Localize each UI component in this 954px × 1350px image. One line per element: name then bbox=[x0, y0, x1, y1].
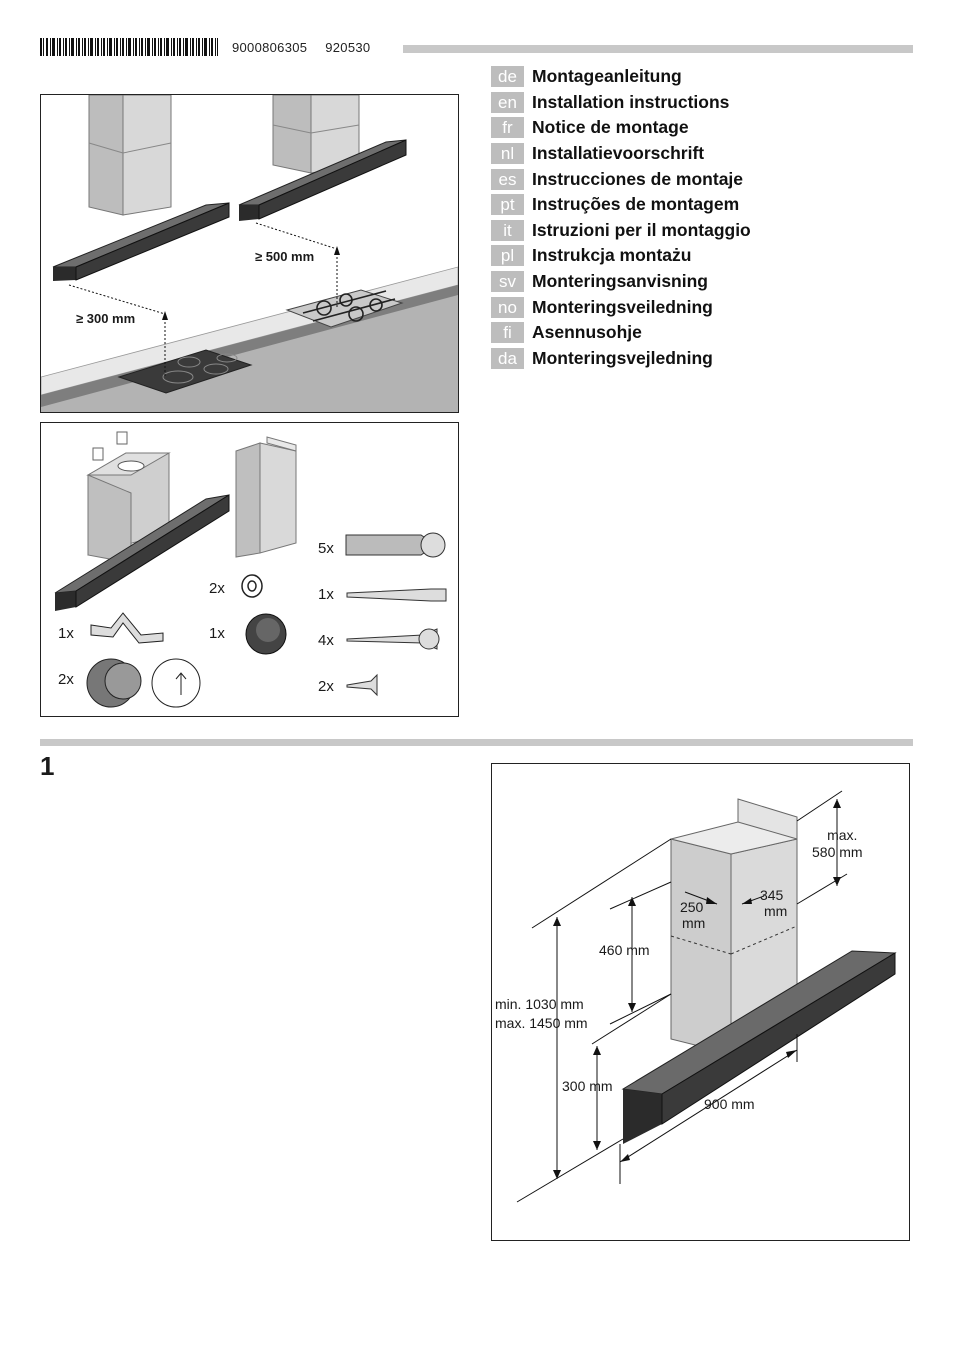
language-item-da: da Monteringsvejledning bbox=[491, 346, 751, 372]
language-item-fi: fi Asennusohje bbox=[491, 320, 751, 346]
dim-total-min: min. 1030 mm bbox=[495, 996, 584, 1012]
language-item-sv: sv Monteringsanvisning bbox=[491, 269, 751, 295]
dimensions-illustration bbox=[516, 790, 897, 1203]
bracket-quantity: 1x bbox=[58, 625, 74, 642]
dim-250: 250 mm bbox=[678, 899, 705, 931]
language-code: sv bbox=[491, 271, 524, 293]
barcode-number: 9000806305 bbox=[232, 40, 308, 55]
language-code: no bbox=[491, 296, 524, 318]
language-list: de Montageanleitung en Installation instru… bbox=[491, 64, 751, 371]
washers-quantity: 2x bbox=[209, 580, 225, 597]
flaps-quantity: 2x bbox=[58, 671, 74, 688]
step-number: 1 bbox=[40, 751, 55, 781]
dim-345-line1: 345 bbox=[759, 887, 784, 903]
gas-hob-clearance: ≥ 500 mm bbox=[255, 249, 315, 264]
dimensions-figure: max. 580 mm 345 mm 250 mm 460 mm min. 10… bbox=[491, 763, 910, 1241]
long-screw-quantity: 1x bbox=[318, 586, 334, 603]
clearance-illustration bbox=[41, 95, 458, 412]
language-code: it bbox=[491, 219, 524, 241]
language-item-it: it Istruzioni per il montaggio bbox=[491, 218, 751, 244]
language-title: Notice de montage bbox=[532, 117, 689, 138]
language-title: Monteringsveiledning bbox=[532, 296, 713, 317]
electric-hob-clearance: ≥ 300 mm bbox=[76, 311, 136, 326]
language-item-no: no Monteringsveiledning bbox=[491, 294, 751, 320]
wall-plugs-quantity: 5x bbox=[318, 540, 334, 557]
dim-300: 300 mm bbox=[562, 1078, 613, 1094]
dim-900: 900 mm bbox=[704, 1096, 755, 1112]
barcode bbox=[40, 38, 218, 56]
header-rule bbox=[403, 45, 913, 53]
language-code: de bbox=[491, 66, 524, 88]
dim-345-line2: mm bbox=[764, 903, 788, 919]
language-title: Monteringsvejledning bbox=[532, 347, 713, 368]
dim-460: 460 mm bbox=[599, 942, 650, 958]
language-code: en bbox=[491, 91, 524, 113]
language-item-de: de Montageanleitung bbox=[491, 64, 751, 90]
language-code: pl bbox=[491, 245, 524, 267]
language-code: fr bbox=[491, 117, 524, 139]
language-title: Instruções de montagem bbox=[532, 194, 740, 215]
dim-total: min. 1030 mm max. 1450 mm bbox=[495, 995, 588, 1033]
dim-250-line2: mm bbox=[682, 915, 706, 931]
language-title: Installation instructions bbox=[532, 91, 730, 112]
dim-max-580-line1: max. bbox=[827, 827, 858, 843]
language-item-pl: pl Instrukcja montażu bbox=[491, 243, 751, 269]
language-title: Montageanleitung bbox=[532, 66, 682, 87]
knob-quantity: 1x bbox=[209, 625, 225, 642]
language-title: Instrukcja montażu bbox=[532, 245, 692, 266]
document-codes: 9000806305 920530 bbox=[232, 40, 384, 55]
language-item-fr: fr Notice de montage bbox=[491, 115, 751, 141]
dim-250-line1: 250 bbox=[679, 899, 704, 915]
language-item-pt: pt Instruções de montagem bbox=[491, 192, 751, 218]
clearance-figure: ≥ 300 mm ≥ 500 mm bbox=[40, 94, 459, 413]
doc-code: 920530 bbox=[325, 40, 371, 55]
language-title: Monteringsanvisning bbox=[532, 271, 708, 292]
language-code: nl bbox=[491, 143, 524, 165]
section-rule bbox=[40, 739, 913, 746]
language-title: Istruzioni per il montaggio bbox=[532, 219, 751, 240]
parts-illustration bbox=[54, 431, 447, 708]
language-title: Asennusohje bbox=[532, 322, 642, 343]
language-item-nl: nl Installatievoorschrift bbox=[491, 141, 751, 167]
language-code: pt bbox=[491, 194, 524, 216]
dim-max-580-line2: 580 mm bbox=[812, 844, 863, 860]
language-code: da bbox=[491, 347, 524, 369]
small-screws-quantity: 2x bbox=[318, 678, 334, 695]
language-code: fi bbox=[491, 322, 524, 344]
dim-total-max: max. 1450 mm bbox=[495, 1015, 588, 1031]
dim-max-580: max. 580 mm bbox=[812, 827, 863, 861]
parts-figure: 5x 1x 4x 2x 2x 1x 1x 2x bbox=[40, 422, 459, 717]
language-title: Instrucciones de montaje bbox=[532, 168, 744, 189]
screws-quantity: 4x bbox=[318, 632, 334, 649]
language-code: es bbox=[491, 168, 524, 190]
language-title: Installatievoorschrift bbox=[532, 143, 705, 164]
dim-345: 345 mm bbox=[756, 887, 787, 919]
language-item-es: es Instrucciones de montaje bbox=[491, 166, 751, 192]
language-item-en: en Installation instructions bbox=[491, 90, 751, 116]
